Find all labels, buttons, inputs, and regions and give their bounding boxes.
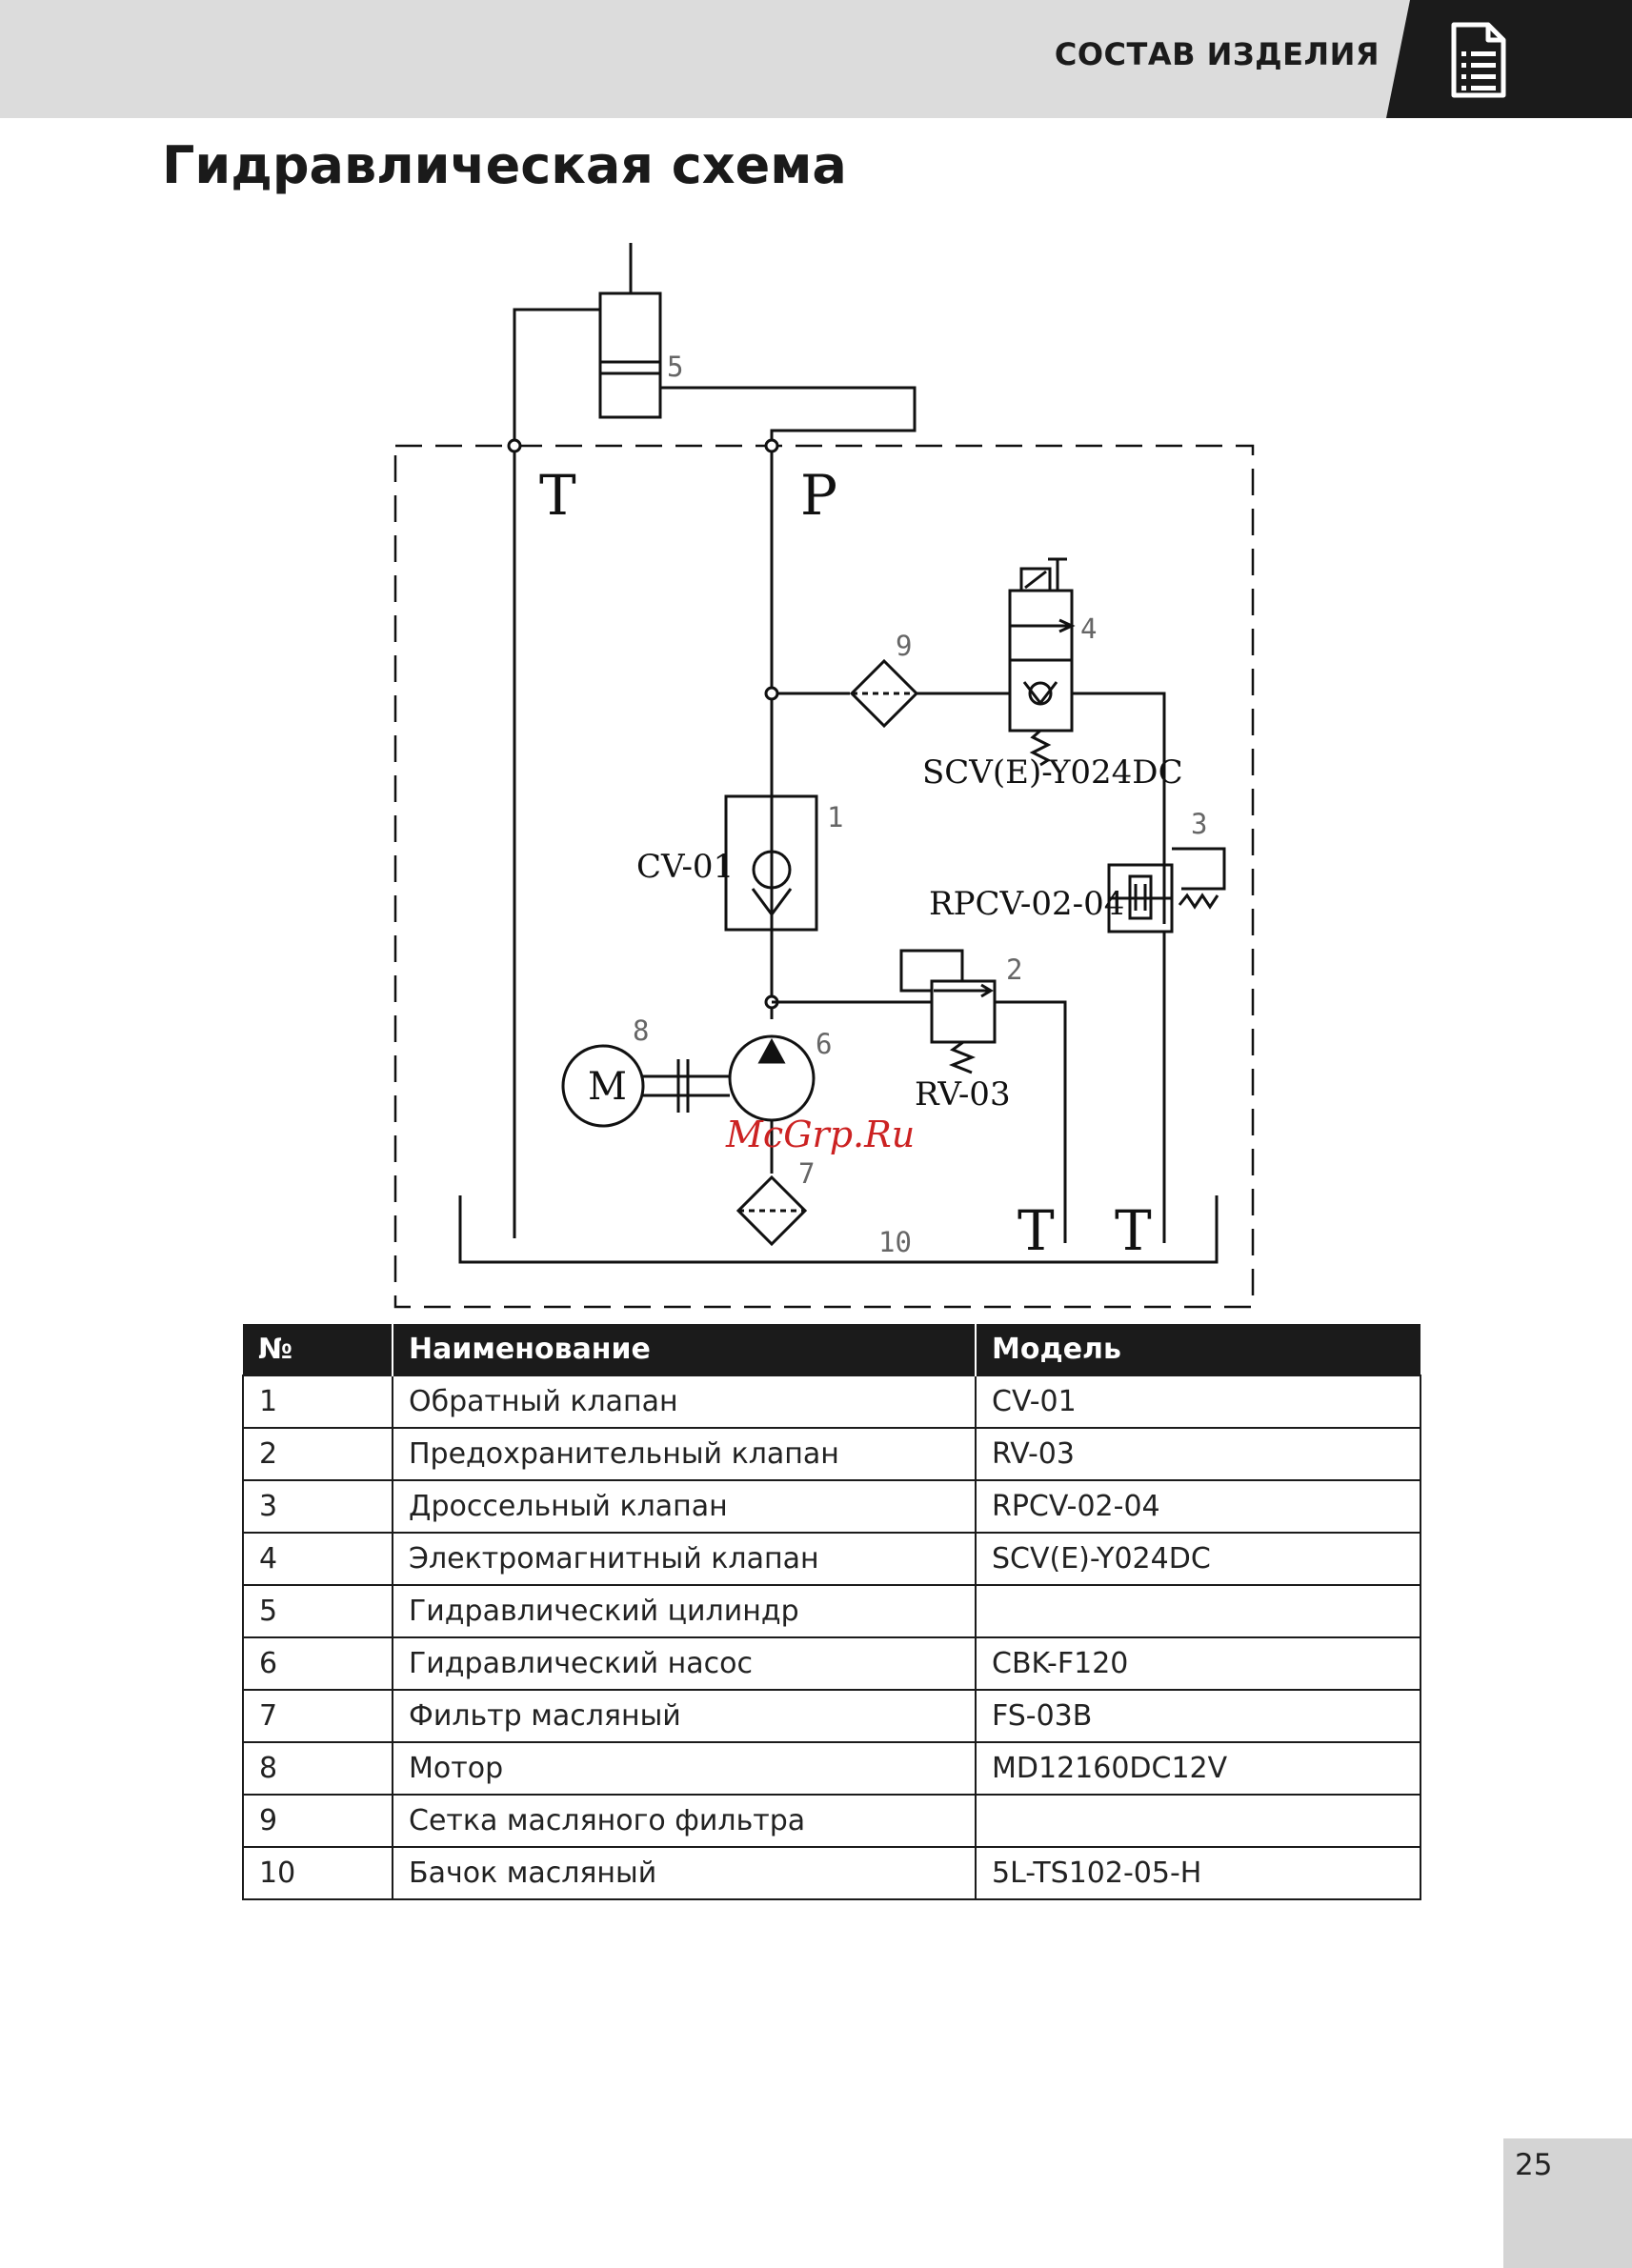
cell-name: Электромагнитный клапан xyxy=(392,1532,977,1586)
num-9: 9 xyxy=(896,630,912,662)
cell-name: Обратный клапан xyxy=(392,1375,977,1429)
throttle-valve xyxy=(1107,847,1226,933)
label-scv: SCV(E)-Y024DC xyxy=(922,753,1183,792)
cell-model xyxy=(975,1794,1421,1848)
cell-number: 9 xyxy=(242,1794,393,1848)
cell-number: 1 xyxy=(242,1375,393,1429)
cell-name: Гидравлический насос xyxy=(392,1636,977,1691)
cell-number: 5 xyxy=(242,1584,393,1638)
unit-boundary xyxy=(393,444,1255,1309)
hydraulic-pump xyxy=(728,1034,816,1122)
document-list-icon xyxy=(1451,22,1506,98)
cell-model: 5L-TS102-05-H xyxy=(975,1846,1421,1900)
header-name: Наименование xyxy=(393,1324,977,1375)
table-row: 10 Бачок масляный 5L-TS102-05-H xyxy=(242,1846,1421,1900)
label-rv: RV-03 xyxy=(915,1075,1011,1114)
cell-name: Фильтр масляный xyxy=(392,1689,977,1743)
hydraulic-cylinder xyxy=(598,243,662,419)
num-8: 8 xyxy=(633,1014,649,1047)
table-row: 8 Мотор MD12160DC12V xyxy=(242,1741,1421,1796)
header-model: Модель xyxy=(976,1324,1420,1375)
table-row: 1 Обратный клапан CV-01 xyxy=(242,1375,1421,1429)
num-10: 10 xyxy=(878,1226,912,1258)
num-4: 4 xyxy=(1080,612,1097,645)
solenoid-valve xyxy=(1008,557,1076,767)
label-cv: CV-01 xyxy=(636,848,734,886)
cell-number: 3 xyxy=(242,1479,393,1534)
pressure-port-label: P xyxy=(800,463,837,528)
cell-model: SCV(E)-Y024DC xyxy=(975,1532,1421,1586)
page-title: Гидравлическая схема xyxy=(162,135,847,195)
label-rpcv: RPCV-02-04 xyxy=(929,885,1124,923)
header-number: № xyxy=(243,1324,393,1375)
cell-model: RV-03 xyxy=(975,1427,1421,1481)
relief-valve xyxy=(899,949,997,1074)
tank-return-label-2: T xyxy=(1115,1198,1152,1263)
num-7: 7 xyxy=(798,1157,815,1190)
cell-name: Дроссельный клапан xyxy=(392,1479,977,1534)
cell-model xyxy=(975,1584,1421,1638)
cell-model: RPCV-02-04 xyxy=(975,1479,1421,1534)
cell-name: Гидравлический цилиндр xyxy=(392,1584,977,1638)
header-icon-block xyxy=(1386,0,1632,118)
cell-number: 8 xyxy=(242,1741,393,1796)
motor-letter: M xyxy=(588,1065,627,1109)
cell-model: MD12160DC12V xyxy=(975,1741,1421,1796)
table-row: 5 Гидравлический цилиндр xyxy=(242,1584,1421,1638)
tank-return-label-1: T xyxy=(1017,1198,1055,1263)
cell-model: CBK-F120 xyxy=(975,1636,1421,1691)
cell-number: 7 xyxy=(242,1689,393,1743)
table-row: 7 Фильтр масляный FS-03B xyxy=(242,1689,1421,1743)
table-header-row: № Наименование Модель xyxy=(243,1324,1420,1375)
table-row: 3 Дроссельный клапан RPCV-02-04 xyxy=(242,1479,1421,1534)
cell-name: Бачок масляный xyxy=(392,1846,977,1900)
page-number: 25 xyxy=(1515,2148,1553,2182)
cell-number: 2 xyxy=(242,1427,393,1481)
oil-filter xyxy=(735,1174,808,1247)
check-valve xyxy=(724,794,818,932)
section-title: СОСТАВ ИЗДЕЛИЯ xyxy=(1054,36,1380,72)
oil-tank xyxy=(458,1195,1219,1264)
table-row: 6 Гидравлический насос CBK-F120 xyxy=(242,1636,1421,1691)
cell-name: Мотор xyxy=(392,1741,977,1796)
cell-number: 4 xyxy=(242,1532,393,1586)
num-3: 3 xyxy=(1191,808,1207,840)
cell-model: CV-01 xyxy=(975,1375,1421,1429)
cell-model: FS-03B xyxy=(975,1689,1421,1743)
cell-name: Предохранительный клапан xyxy=(392,1427,977,1481)
num-5: 5 xyxy=(667,351,683,383)
motor xyxy=(561,1044,730,1128)
hydraulic-diagram: T P T T CV-01 SCV(E)-Y024DC RPCV-02-04 R… xyxy=(393,243,1255,1309)
tank-port-label: T xyxy=(539,463,576,528)
num-2: 2 xyxy=(1006,953,1022,986)
num-6: 6 xyxy=(816,1028,832,1060)
watermark: McGrp.Ru xyxy=(725,1114,915,1155)
num-1: 1 xyxy=(827,801,843,833)
filter-mesh xyxy=(849,658,919,729)
table-row: 2 Предохранительный клапан RV-03 xyxy=(242,1427,1421,1481)
cell-number: 10 xyxy=(242,1846,393,1900)
parts-table: № Наименование Модель 1 Обратный клапан … xyxy=(242,1324,1421,1900)
table-row: 9 Сетка масляного фильтра xyxy=(242,1794,1421,1848)
cell-name: Сетка масляного фильтра xyxy=(392,1794,977,1848)
header-bar xyxy=(0,0,1632,118)
table-row: 4 Электромагнитный клапан SCV(E)-Y024DC xyxy=(242,1532,1421,1586)
page-number-box xyxy=(1503,2138,1632,2268)
cell-number: 6 xyxy=(242,1636,393,1691)
